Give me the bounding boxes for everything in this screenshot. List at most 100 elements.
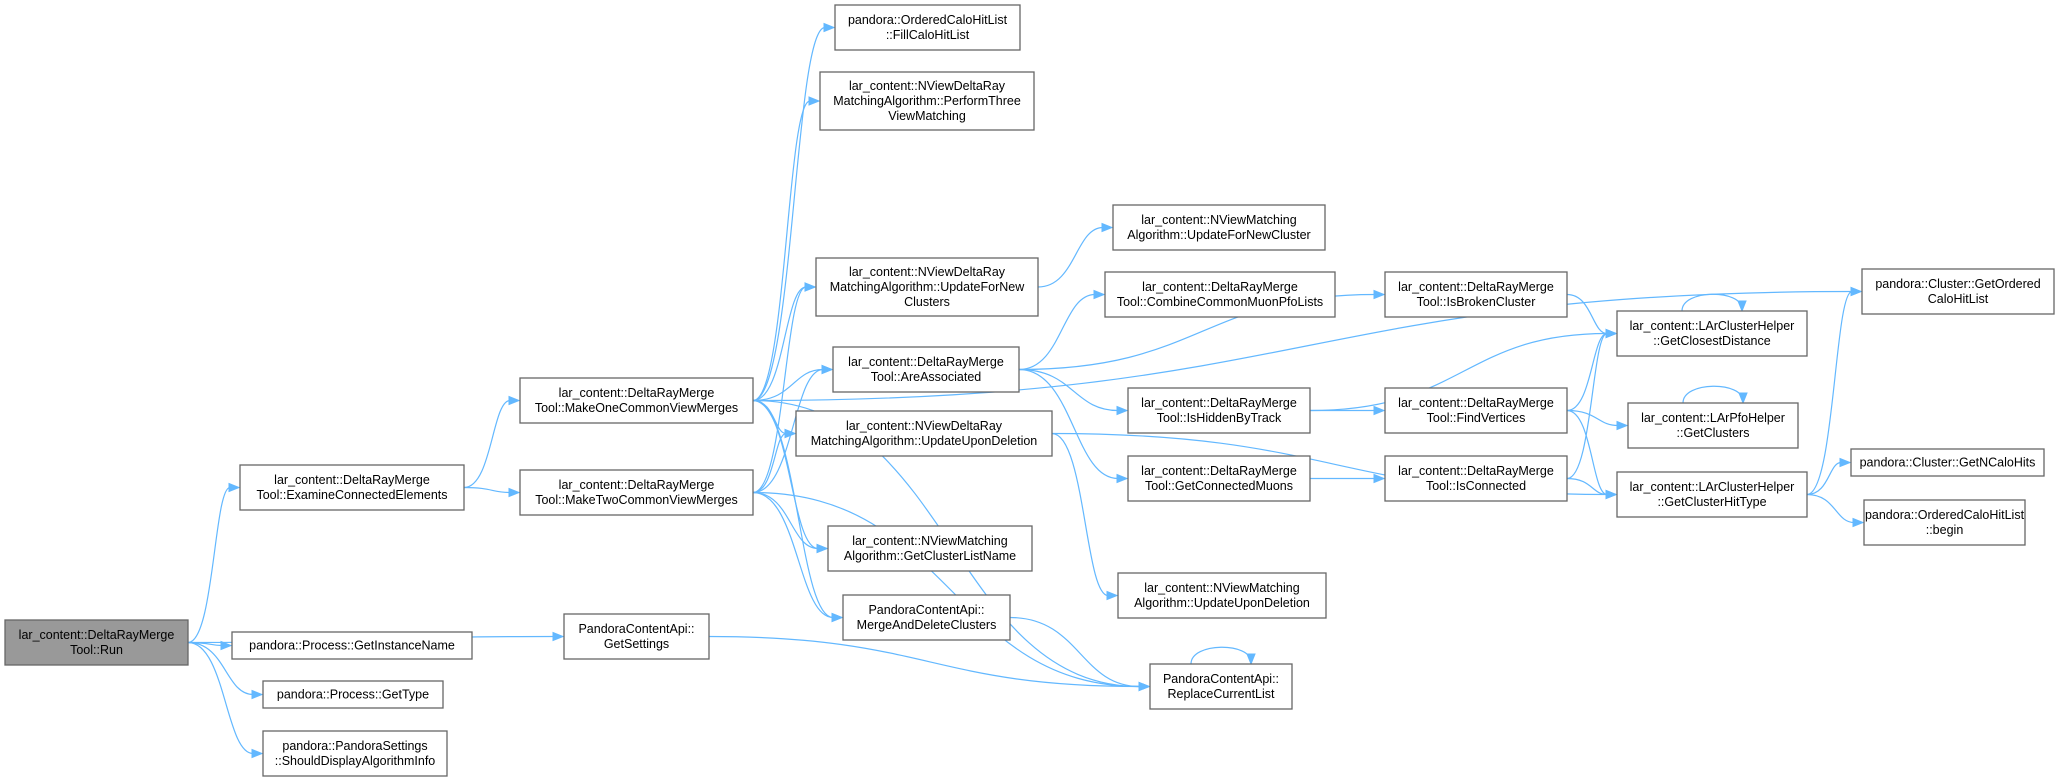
node-box [827,525,1033,572]
node-label-line: pandora::OrderedCaloHitList [848,13,1008,27]
node-get-clusters[interactable]: lar_content::LArPfoHelper::GetClusters [1627,402,1799,449]
node-label-line: Tool::IsBrokenCluster [1417,295,1536,309]
node-label-line: Algorithm::UpdateUponDeletion [1134,596,1310,610]
node-label-line: MergeAndDeleteClusters [857,618,997,632]
node-is-broken-cluster[interactable]: lar_content::DeltaRayMergeTool::IsBroken… [1384,271,1568,318]
node-label-line: lar_content::LArClusterHelper [1630,480,1795,494]
edge-make-one-to-are-associated [752,368,824,402]
edge-make-two-to-are-associated [752,368,824,494]
node-get-cluster-hit-type[interactable]: lar_content::LArClusterHelper::GetCluste… [1616,471,1808,518]
node-label-line: lar_content::NViewDeltaRay [849,79,1006,93]
edge-is-broken-cluster-to-get-closest-distance [1566,293,1608,335]
node-make-two[interactable]: lar_content::DeltaRayMergeTool::MakeTwoC… [519,469,754,516]
edge-run-to-get-type [187,641,254,696]
node-label-line: lar_content::DeltaRayMerge [1398,396,1554,410]
node-label-line: ::ShouldDisplayAlgorithmInfo [275,754,436,768]
node-get-closest-distance[interactable]: lar_content::LArClusterHelper::GetCloses… [1616,310,1808,357]
node-box [1149,663,1293,710]
node-is-hidden-by-track[interactable]: lar_content::DeltaRayMergeTool::IsHidden… [1127,387,1311,434]
node-box [519,377,754,424]
node-fill-calo-hit-list[interactable]: pandora::OrderedCaloHitList::FillCaloHit… [834,4,1021,51]
edge-make-one-to-get-ordered-calo-hit-list [752,290,1853,402]
node-is-connected[interactable]: lar_content::DeltaRayMergeTool::IsConnec… [1384,455,1568,502]
edge-make-one-to-merge-and-delete [752,399,834,619]
edge-make-one-to-perform-three [752,100,811,402]
node-label-line: PandoraContentApi:: [1163,672,1279,686]
node-label-line: lar_content::LArPfoHelper [1641,411,1785,425]
node-label-line: Tool::FindVertices [1427,411,1526,425]
node-update-for-new-cluster[interactable]: lar_content::NViewMatchingAlgorithm::Upd… [1112,204,1326,251]
node-box [1850,448,2045,477]
edge-arrowhead [552,631,565,642]
node-label-line: CaloHitList [1928,292,1989,306]
node-should-display[interactable]: pandora::PandoraSettings::ShouldDisplayA… [262,730,448,777]
node-box [795,410,1053,457]
node-box [1104,271,1336,318]
node-box [1627,402,1799,449]
edge-arrowhead [1850,286,1863,297]
node-get-cluster-list-name[interactable]: lar_content::NViewMatchingAlgorithm::Get… [827,525,1033,572]
node-begin[interactable]: pandora::OrderedCaloHitList::begin [1863,499,2026,546]
edge-arrowhead [1852,517,1865,528]
edge-arrowhead [1101,222,1114,233]
edge-find-vertices-to-get-closest-distance [1566,332,1608,412]
node-update-upon-deletion-d-r[interactable]: lar_content::NViewDeltaRayMatchingAlgori… [795,410,1053,457]
edge-update-upon-deletion-d-r-to-update-upon-deletion-n-v [1051,432,1109,597]
node-label-line: MatchingAlgorithm::PerformThree [833,94,1021,108]
edge-arrowhead [1093,289,1106,300]
node-make-one[interactable]: lar_content::DeltaRayMergeTool::MakeOneC… [519,377,754,424]
edge-make-two-to-get-cluster-list-name [752,491,819,550]
node-box [1616,310,1808,357]
node-get-connected-muons[interactable]: lar_content::DeltaRayMergeTool::GetConne… [1127,455,1311,502]
edge-make-two-to-merge-and-delete [752,491,834,619]
node-label-line: ::GetClosestDistance [1653,334,1770,348]
node-update-upon-deletion-n-v[interactable]: lar_content::NViewMatchingAlgorithm::Upd… [1117,572,1327,619]
edge-get-cluster-hit-type-to-get-n-calo-hits [1806,461,1842,496]
edge-arrowhead [808,96,821,106]
node-label-line: MatchingAlgorithm::UpdateForNew [830,280,1025,294]
node-label-line: ::FillCaloHitList [886,28,970,42]
edge-arrowhead [1605,489,1618,500]
edge-replace-current-list-to-replace-current-list [1190,646,1252,665]
node-update-for-new-clusters[interactable]: lar_content::NViewDeltaRayMatchingAlgori… [815,257,1039,317]
node-get-type[interactable]: pandora::Process::GetType [262,680,444,709]
node-perform-three[interactable]: lar_content::NViewDeltaRayMatchingAlgori… [819,71,1035,131]
node-label-line: MatchingAlgorithm::UpdateUponDeletion [811,434,1038,448]
node-label-line: lar_content::DeltaRayMerge [1398,464,1554,478]
edge-are-associated-to-get-connected-muons [1018,368,1119,480]
node-get-n-calo-hits[interactable]: pandora::Cluster::GetNCaloHits [1850,448,2045,477]
node-box [1127,455,1311,502]
node-get-instance-name[interactable]: pandora::Process::GetInstanceName [231,631,473,660]
node-are-associated[interactable]: lar_content::DeltaRayMergeTool::AreAssoc… [832,346,1020,393]
edge-run-to-examine [187,486,231,644]
edge-are-associated-to-is-hidden-by-track [1018,368,1119,412]
node-label-line: lar_content::DeltaRayMerge [274,473,430,487]
node-label-line: Tool::CombineCommonMuonPfoLists [1117,295,1323,309]
edge-arrowhead [1116,405,1129,416]
node-label-line: ViewMatching [888,109,966,123]
node-label-line: Algorithm::UpdateForNewCluster [1127,228,1310,242]
node-get-settings[interactable]: PandoraContentApi::GetSettings [563,613,710,660]
node-merge-and-delete[interactable]: PandoraContentApi::MergeAndDeleteCluster… [842,594,1011,641]
node-label-line: Tool::GetConnectedMuons [1145,479,1293,493]
node-box [1127,387,1311,434]
node-box [832,346,1020,393]
node-label-line: Clusters [904,295,950,309]
node-label-line: pandora::PandoraSettings [282,739,427,753]
node-label-line: lar_content::NViewMatching [1141,213,1296,227]
node-label-line: lar_content::LArClusterHelper [1630,319,1795,333]
node-replace-current-list[interactable]: PandoraContentApi::ReplaceCurrentList [1149,663,1293,710]
edge-arrowhead [1839,457,1852,468]
edge-get-clusters-to-get-clusters [1682,385,1744,404]
node-examine[interactable]: lar_content::DeltaRayMergeTool::ExamineC… [239,464,465,511]
edge-arrowhead [821,364,834,375]
node-label-line: lar_content::NViewDeltaRay [849,265,1006,279]
node-find-vertices[interactable]: lar_content::DeltaRayMergeTool::FindVert… [1384,387,1568,434]
node-combine-common-muon[interactable]: lar_content::DeltaRayMergeTool::CombineC… [1104,271,1336,318]
node-box [1616,471,1808,518]
edge-get-settings-to-replace-current-list [708,635,1141,688]
